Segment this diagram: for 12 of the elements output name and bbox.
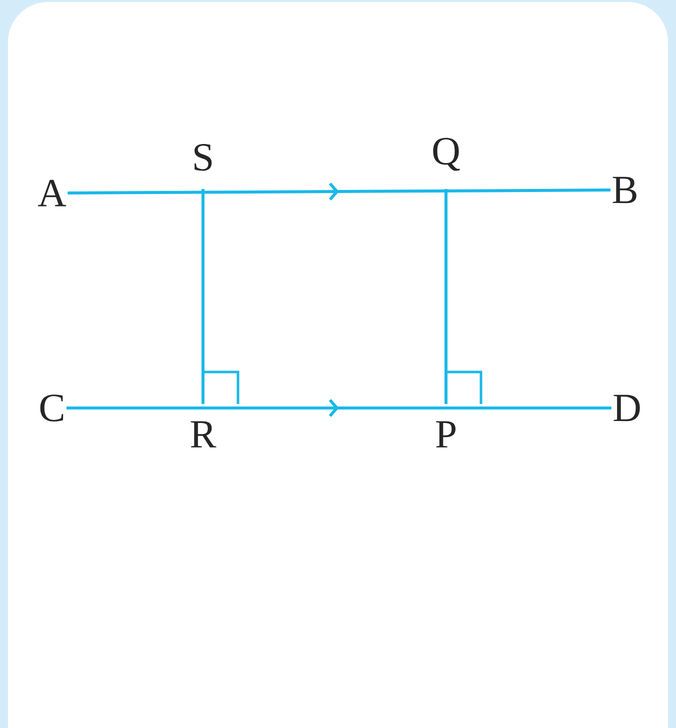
point-label: B — [612, 176, 636, 204]
point-label: P — [436, 421, 456, 448]
point-label: S — [194, 144, 212, 171]
perpendicular-line — [444, 189, 448, 404]
point-label: Q — [433, 138, 460, 171]
point-label: D — [614, 394, 640, 422]
point-label: R — [190, 421, 216, 448]
parallel-line — [68, 182, 610, 201]
perpendicular-line — [202, 189, 204, 404]
parallel-line — [66, 399, 612, 417]
point-label: A — [38, 180, 66, 206]
point-label: C — [40, 394, 64, 422]
